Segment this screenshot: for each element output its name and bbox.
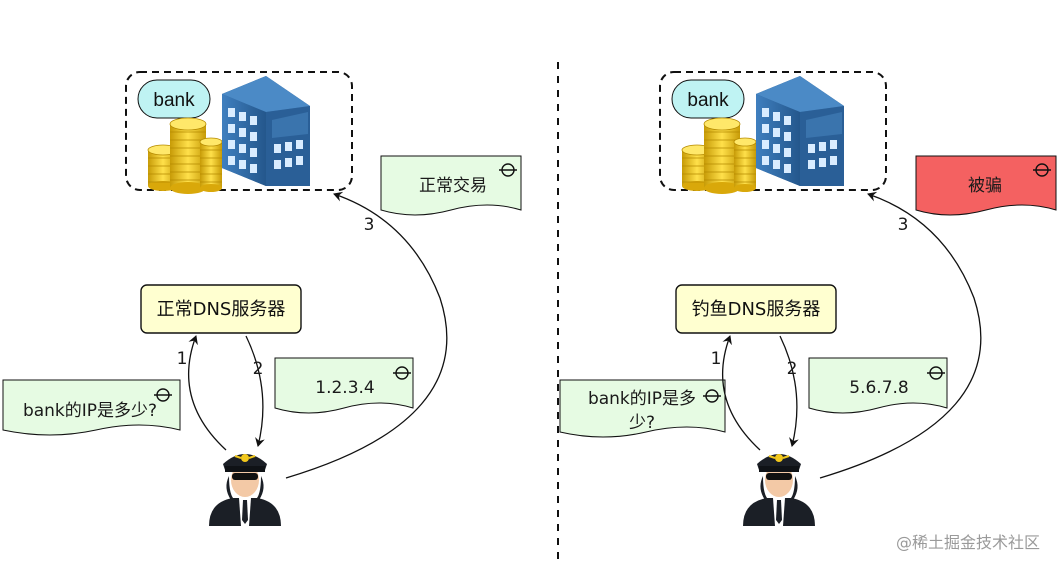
- arrow-label-1: 1: [177, 349, 188, 369]
- coins-icon: [681, 117, 757, 195]
- question-note-line2: 少?: [629, 413, 655, 433]
- danger-result-note: [915, 155, 1057, 216]
- person-icon: [208, 453, 282, 527]
- answer-note-text: 5.6.7.8: [849, 378, 908, 398]
- person-icon: [742, 453, 816, 527]
- arrow-label-2: 2: [787, 359, 798, 379]
- left-panel: bank 正常交易 正常DNS服务器 bank的IP是多少? 1.2.3.4 1…: [2, 71, 522, 527]
- bank-container: [125, 71, 353, 191]
- arrow-label-2: 2: [253, 359, 264, 379]
- bank-bubble: [137, 79, 211, 119]
- answer-note: [274, 357, 414, 414]
- dns-server-box: [675, 284, 837, 334]
- coins-icon: [147, 117, 223, 195]
- result-note: [380, 155, 522, 216]
- question-note: [559, 379, 726, 438]
- building-icon: [222, 76, 310, 186]
- dns-server-box: [140, 284, 302, 334]
- question-note-line1: bank的IP是多: [588, 389, 696, 409]
- danger-result-note-text: 被骗: [968, 176, 1002, 196]
- arrow-1: [188, 335, 227, 451]
- answer-note-text: 1.2.3.4: [315, 378, 374, 398]
- bank-label: bank: [153, 90, 195, 111]
- arrow-1: [722, 335, 761, 451]
- watermark: @稀土掘金技术社区: [896, 533, 1040, 552]
- dns-server-label: 钓鱼DNS服务器: [692, 299, 821, 320]
- arrow-2: [779, 335, 799, 447]
- bank-label: bank: [687, 90, 729, 111]
- arrow-label-3: 3: [898, 215, 909, 235]
- arrow-2: [245, 335, 265, 447]
- arrow-3: [285, 191, 448, 479]
- result-note-text: 正常交易: [419, 176, 487, 196]
- question-note: [2, 379, 181, 436]
- arrow-label-3: 3: [364, 215, 375, 235]
- arrow-3: [819, 191, 982, 479]
- question-note-text: bank的IP是多少?: [23, 401, 157, 421]
- bank-container: [659, 71, 887, 191]
- arrow-label-1: 1: [711, 349, 722, 369]
- answer-note: [808, 357, 948, 414]
- building-icon: [756, 76, 844, 186]
- dns-server-label: 正常DNS服务器: [157, 299, 286, 320]
- right-panel: bank 被骗 钓鱼DNS服务器 bank的IP是多 少? 5.6.7.8 1 …: [559, 71, 1057, 527]
- bank-bubble: [671, 79, 745, 119]
